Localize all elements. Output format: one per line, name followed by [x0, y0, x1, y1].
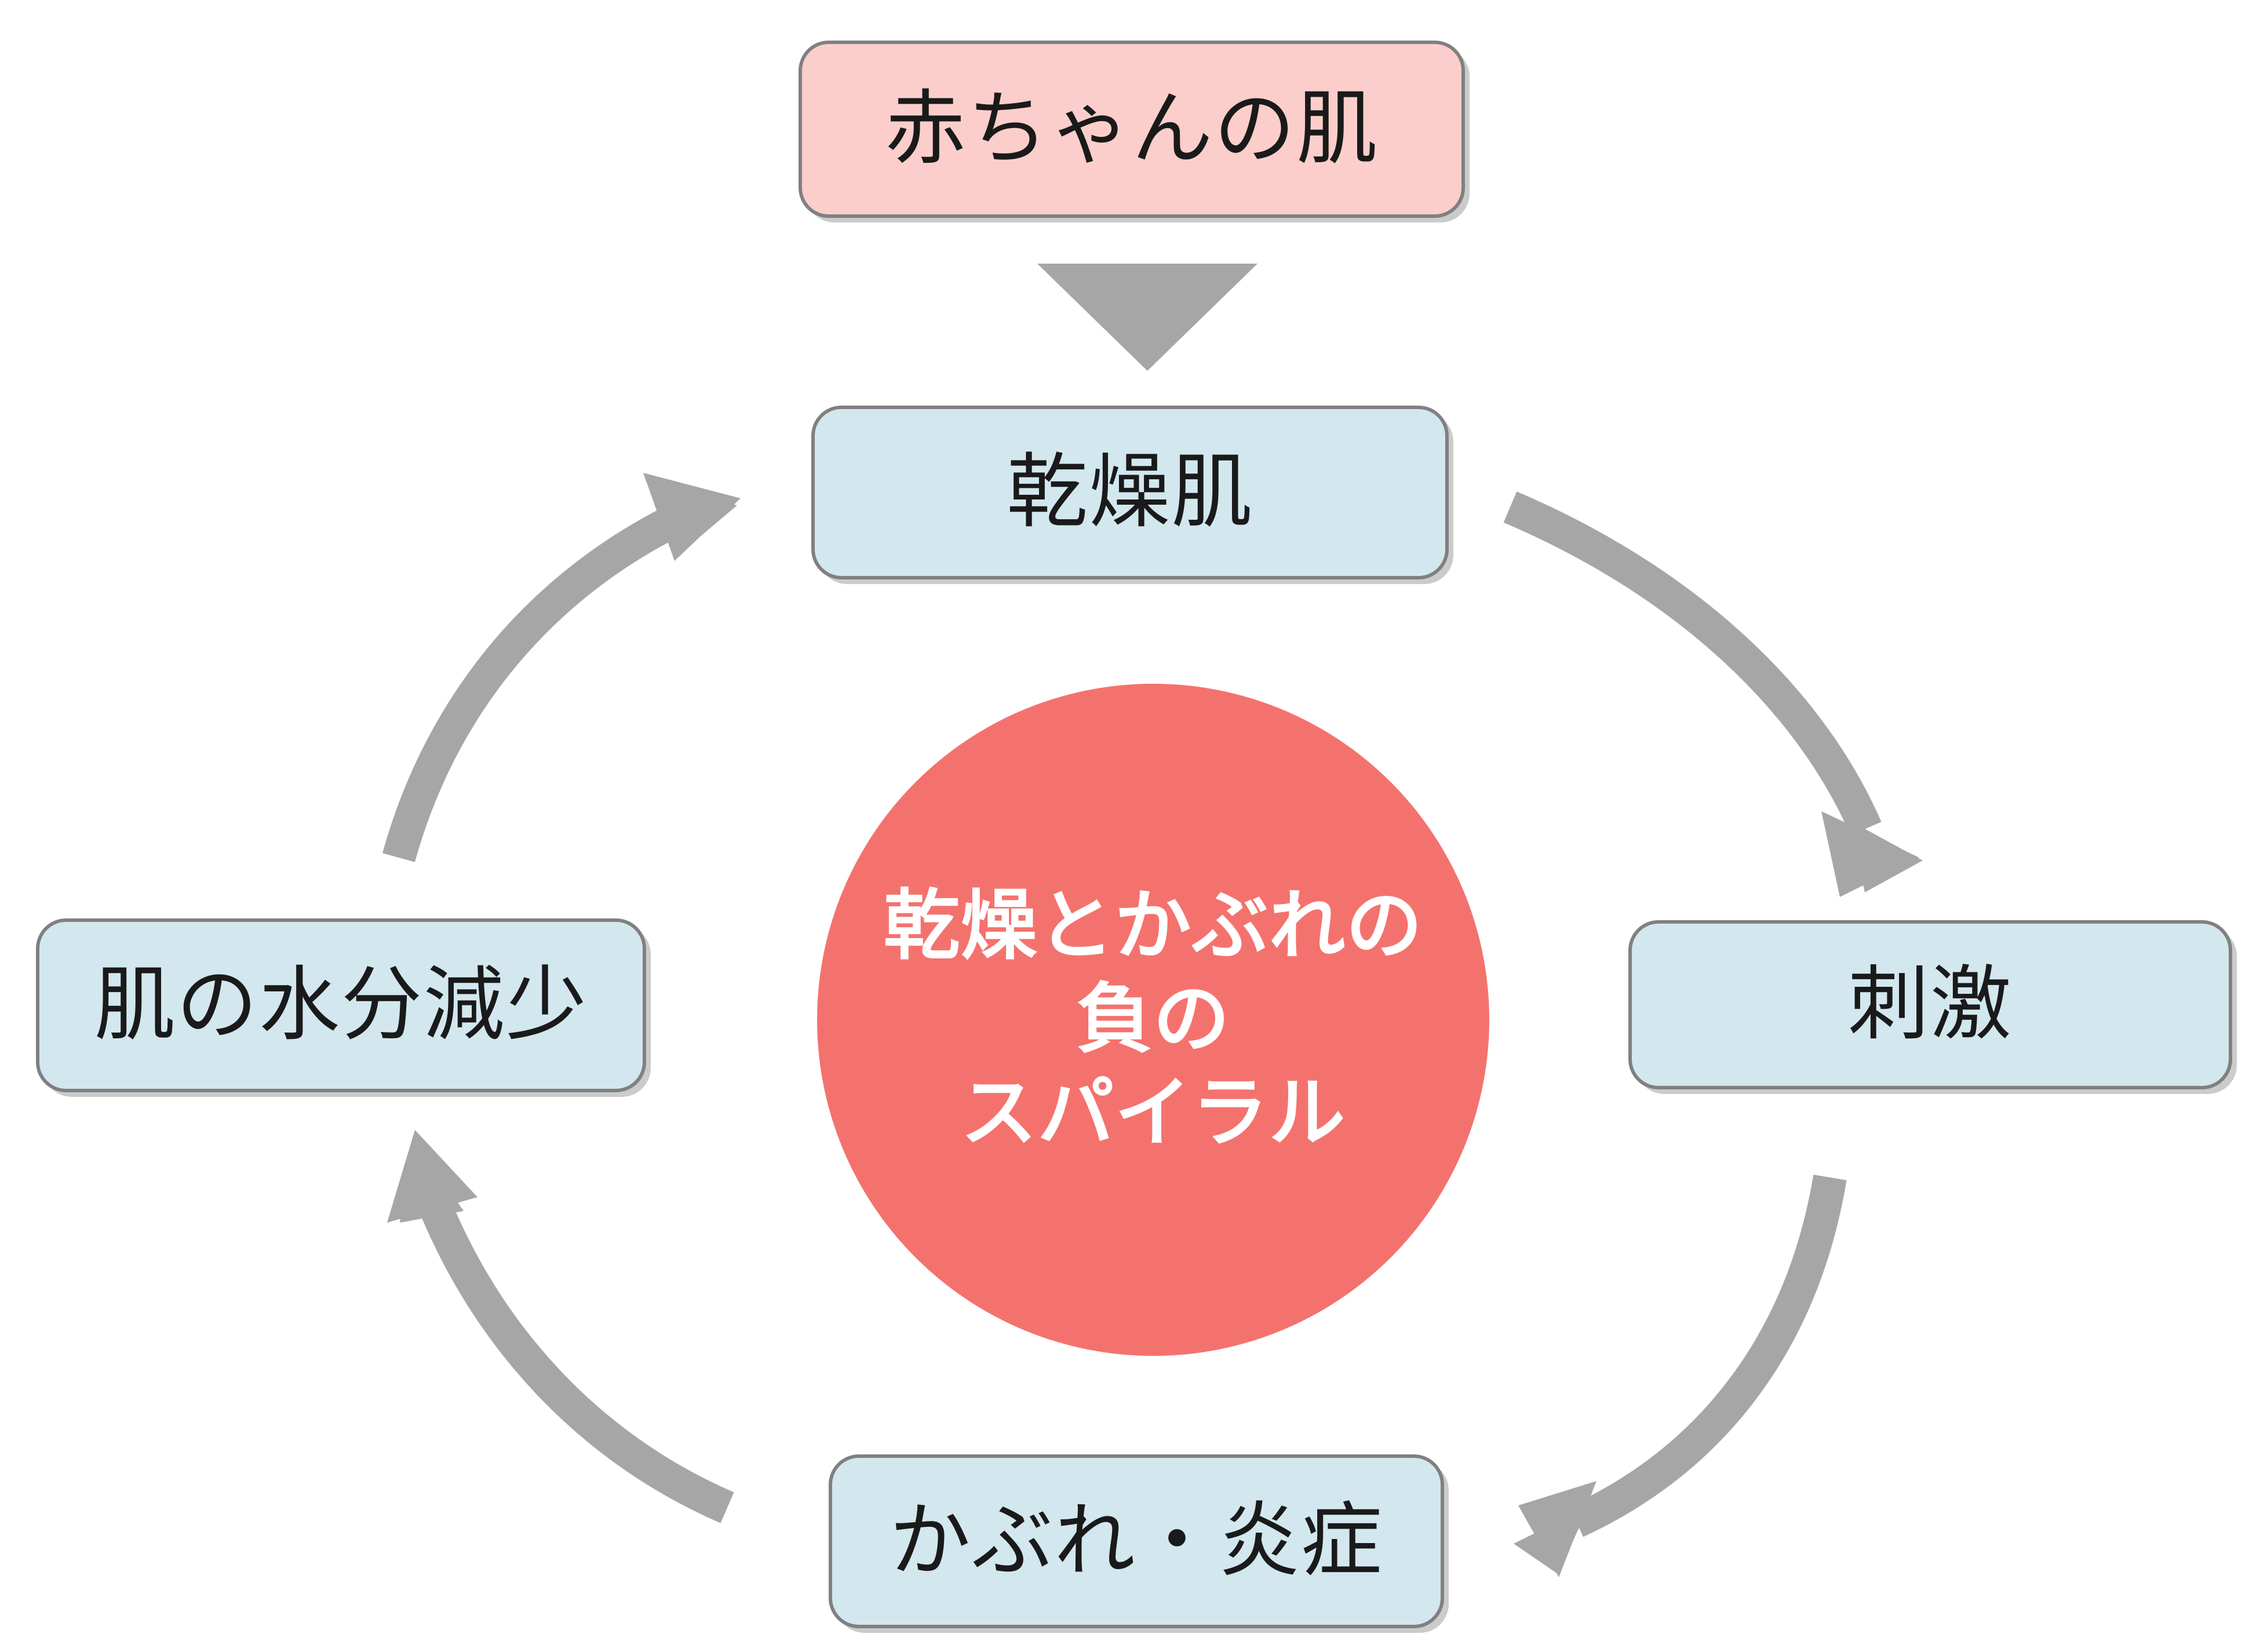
- arrow-stimulus-to-rash-icon: [1514, 1175, 1847, 1577]
- center-circle-label: 乾燥とかぶれの 負の スパイラル: [817, 684, 1489, 1356]
- node-baby-skin[interactable]: 赤ちゃんの肌: [799, 41, 1465, 218]
- center-line-2: 負の: [1076, 975, 1230, 1064]
- node-baby-skin-label: 赤ちゃんの肌: [884, 81, 1379, 176]
- center-line-3: スパイラル: [960, 1068, 1346, 1158]
- entry-arrow-triangle-down-icon: [1037, 264, 1257, 371]
- node-rash-inflammation-label: かぶれ・炎症: [889, 1493, 1383, 1588]
- node-dry-skin[interactable]: 乾燥肌: [811, 406, 1449, 579]
- node-rash-inflammation[interactable]: かぶれ・炎症: [829, 1454, 1444, 1628]
- node-dry-skin-label: 乾燥肌: [1006, 444, 1253, 539]
- arrow-dry-to-stimulus-icon: [1503, 491, 1923, 897]
- node-stimulus[interactable]: 刺激: [1628, 920, 2232, 1089]
- arrow-rash-to-moisture-icon: [387, 1130, 734, 1523]
- arrow-moisture-to-dry-icon: [382, 473, 741, 862]
- node-moisture-loss[interactable]: 肌の水分減少: [36, 918, 646, 1092]
- center-line-1: 乾燥とかぶれの: [883, 881, 1423, 971]
- node-stimulus-label: 刺激: [1847, 957, 2013, 1052]
- node-moisture-loss-label: 肌の水分減少: [94, 957, 588, 1052]
